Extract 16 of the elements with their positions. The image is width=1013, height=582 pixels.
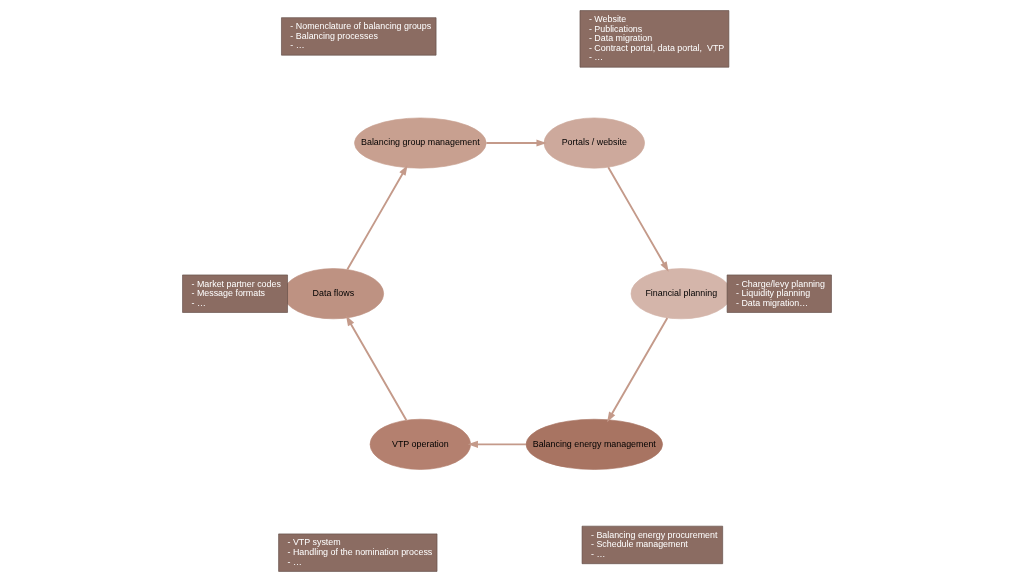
- node-box: - Nomenclature of balancing groups - Balancing processes - …: [280, 17, 436, 56]
- node-ellipse: Balancing group management: [353, 117, 486, 169]
- node-box: - Website - Publications - Data migration - Contract portal, data portal, VTP - …: [579, 10, 729, 68]
- node-box: - VTP system - Handling of the nomination process - …: [277, 533, 437, 572]
- node-ellipse: Portals / website: [543, 117, 645, 169]
- arrow: [345, 315, 407, 422]
- node-ellipse: Balancing energy management: [525, 418, 663, 470]
- node-box: - Charge/levy planning - Liquidity planning - Data migration…: [726, 274, 832, 313]
- arrow: [484, 139, 547, 147]
- arrow: [606, 166, 669, 272]
- node-ellipse: VTP operation: [369, 418, 471, 470]
- arrow: [467, 440, 527, 448]
- arrow: [606, 316, 668, 423]
- node-box: - Balancing energy procurement - Schedule management - …: [581, 525, 723, 565]
- arrow: [345, 165, 408, 271]
- node-box: - Market partner codes - Message formats - …: [181, 274, 288, 313]
